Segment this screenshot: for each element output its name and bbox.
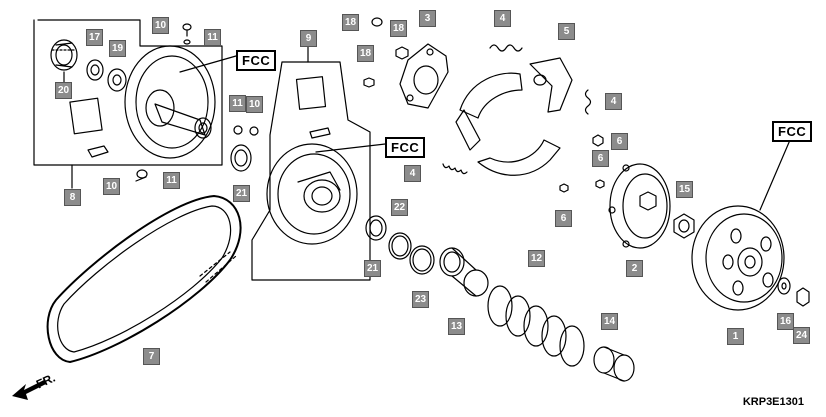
- seal-17: [86, 59, 104, 81]
- callout-17[interactable]: 17: [86, 29, 103, 46]
- callout-11[interactable]: 11: [163, 172, 180, 189]
- callout-8[interactable]: 8: [64, 189, 81, 206]
- o-ring-22: [388, 232, 412, 260]
- callout-10[interactable]: 10: [246, 96, 263, 113]
- seal-21-a: [230, 144, 252, 172]
- o-ring-23: [409, 245, 435, 275]
- callout-24[interactable]: 24: [793, 327, 810, 344]
- callout-14[interactable]: 14: [601, 313, 618, 330]
- nut-15: [673, 213, 695, 239]
- callout-18[interactable]: 18: [357, 45, 374, 62]
- callout-10[interactable]: 10: [152, 17, 169, 34]
- fcc-label: FCC: [772, 121, 813, 142]
- fcc-label: FCC: [385, 137, 426, 158]
- callout-21[interactable]: 21: [364, 260, 381, 277]
- callout-2[interactable]: 2: [626, 260, 643, 277]
- callout-15[interactable]: 15: [676, 181, 693, 198]
- clutch-shoes-5: [455, 57, 573, 176]
- spring-4-c: [442, 163, 468, 175]
- callout-4[interactable]: 4: [605, 93, 622, 110]
- bearing-19: [107, 68, 127, 92]
- callout-11[interactable]: 11: [229, 95, 246, 112]
- callout-4[interactable]: 4: [494, 10, 511, 27]
- callout-6[interactable]: 6: [555, 210, 572, 227]
- fcc-label: FCC: [236, 50, 277, 71]
- callout-1[interactable]: 1: [727, 328, 744, 345]
- bushing-14: [593, 346, 635, 382]
- callout-4[interactable]: 4: [404, 165, 421, 182]
- spring-12: [487, 285, 585, 367]
- callout-18[interactable]: 18: [390, 20, 407, 37]
- callout-22[interactable]: 22: [391, 199, 408, 216]
- callout-21[interactable]: 21: [233, 185, 250, 202]
- callout-23[interactable]: 23: [412, 291, 429, 308]
- bearing-20: [50, 39, 78, 71]
- callout-10[interactable]: 10: [103, 178, 120, 195]
- drive-face: [124, 45, 216, 159]
- callout-19[interactable]: 19: [109, 40, 126, 57]
- clutch-outer-1: [691, 205, 785, 311]
- callout-3[interactable]: 3: [419, 10, 436, 27]
- callout-6[interactable]: 6: [611, 133, 628, 150]
- clutch-plate-2: [608, 163, 671, 249]
- plate-3: [399, 43, 449, 109]
- group-8-outline: [33, 19, 223, 166]
- callout-16[interactable]: 16: [777, 313, 794, 330]
- front-direction-arrow: [12, 380, 46, 400]
- drive-belt-7: [46, 195, 242, 363]
- spring-4-b: [584, 89, 592, 115]
- group-9-outline: [251, 61, 371, 281]
- seal-21-b: [365, 215, 387, 241]
- spring-4-a: [489, 44, 523, 52]
- callout-9[interactable]: 9: [300, 30, 317, 47]
- callout-5[interactable]: 5: [558, 23, 575, 40]
- callout-12[interactable]: 12: [528, 250, 545, 267]
- callout-11[interactable]: 11: [204, 29, 221, 46]
- callout-6[interactable]: 6: [592, 150, 609, 167]
- callout-20[interactable]: 20: [55, 82, 72, 99]
- collar-13: [439, 247, 489, 297]
- callout-13[interactable]: 13: [448, 318, 465, 335]
- drawing-code: KRP3E1301: [742, 396, 804, 408]
- callout-7[interactable]: 7: [143, 348, 160, 365]
- driven-face: [266, 143, 358, 245]
- callout-18[interactable]: 18: [342, 14, 359, 31]
